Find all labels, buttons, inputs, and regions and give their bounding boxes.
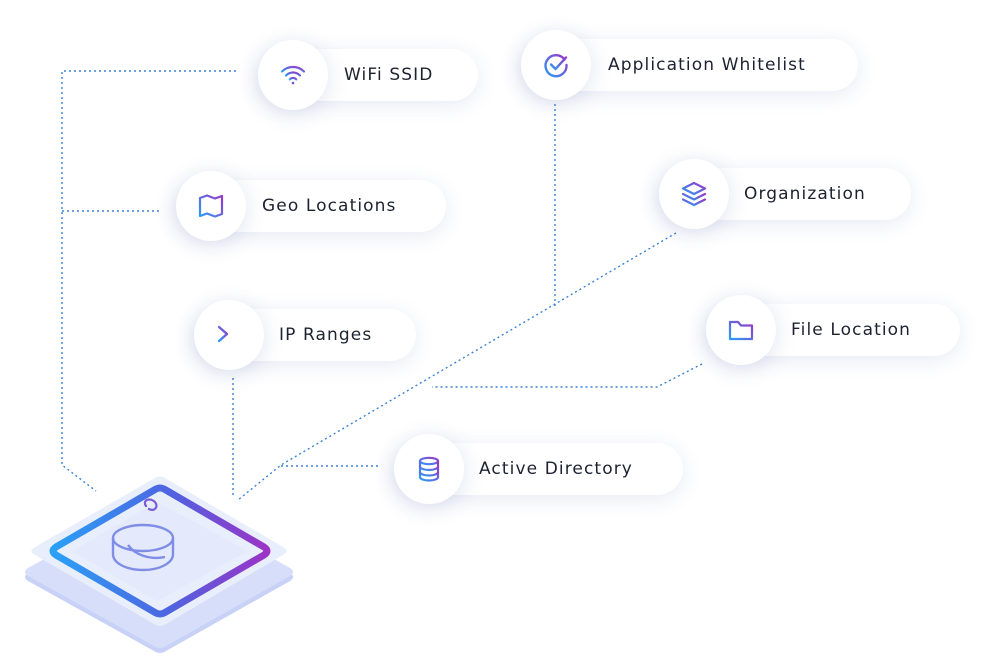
terminal-icon bbox=[217, 325, 242, 346]
node-badge bbox=[176, 171, 246, 241]
hub-mark-icon bbox=[143, 498, 158, 511]
database-icon bbox=[111, 523, 175, 572]
node-label: Application Whitelist bbox=[608, 55, 806, 75]
node-label: IP Ranges bbox=[279, 325, 373, 345]
node-active-directory: Active Directory bbox=[394, 434, 683, 504]
wifi-icon bbox=[280, 65, 306, 85]
node-ip-ranges: IP Ranges bbox=[194, 300, 416, 370]
node-label: WiFi SSID bbox=[344, 65, 434, 85]
node-label: Active Directory bbox=[479, 459, 633, 479]
node-label: Geo Locations bbox=[262, 196, 397, 216]
folder-icon bbox=[728, 320, 754, 341]
check-circle-icon bbox=[544, 54, 568, 78]
connector-file bbox=[432, 363, 703, 388]
node-badge bbox=[258, 40, 328, 110]
node-geo-locations: Geo Locations bbox=[176, 171, 446, 241]
node-application-whitelist: Application Whitelist bbox=[521, 30, 858, 100]
hub-device bbox=[25, 476, 293, 653]
map-icon bbox=[198, 194, 224, 218]
node-badge bbox=[394, 434, 464, 504]
layers-icon bbox=[681, 181, 707, 207]
node-file-location: File Location bbox=[706, 295, 960, 365]
node-label: File Location bbox=[791, 320, 912, 340]
hub-gradient-ring bbox=[49, 484, 271, 618]
node-badge bbox=[521, 30, 591, 100]
database-icon bbox=[418, 456, 440, 482]
node-organization: Organization bbox=[659, 159, 911, 229]
node-wifi-ssid: WiFi SSID bbox=[258, 40, 478, 110]
node-label: Organization bbox=[744, 184, 866, 204]
node-badge bbox=[706, 295, 776, 365]
connector-wifi bbox=[61, 70, 236, 492]
node-badge bbox=[659, 159, 729, 229]
node-badge bbox=[194, 300, 264, 370]
connector-org bbox=[237, 232, 677, 501]
